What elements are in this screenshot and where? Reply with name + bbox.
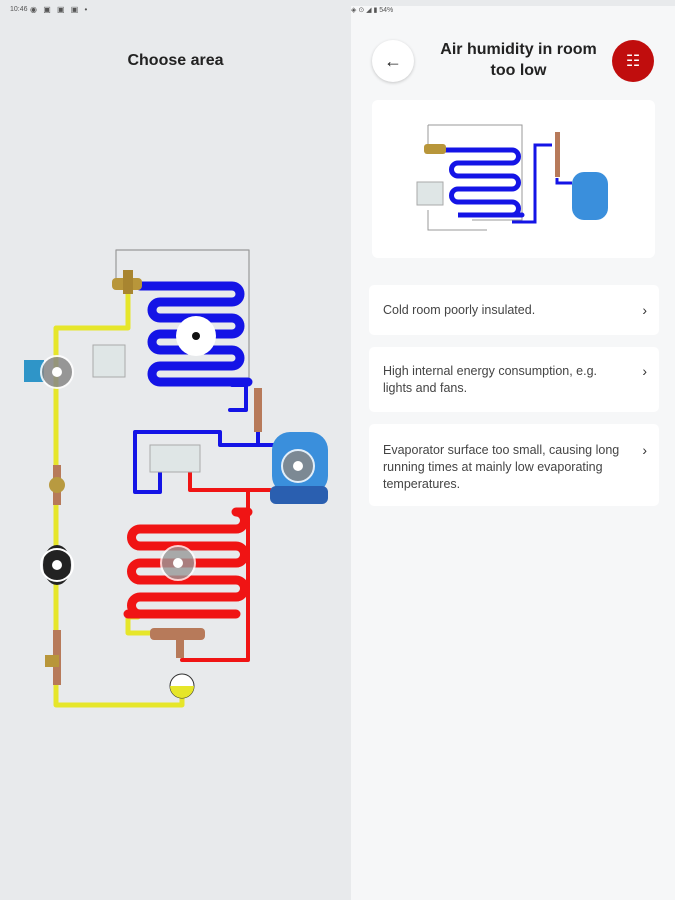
chevron-right-icon: › [642, 363, 647, 379]
page-title: Choose area [127, 52, 224, 69]
liquid-receiver[interactable] [169, 673, 195, 699]
area-preview-card [372, 100, 655, 258]
arrow-left-icon: ← [384, 50, 402, 71]
shutoff-valve[interactable] [45, 630, 61, 685]
expansion-valve[interactable] [112, 270, 142, 294]
condenser-coil [123, 507, 253, 619]
refrigeration-diagram [24, 249, 328, 708]
cause-item[interactable]: Cold room poorly insulated. › [369, 285, 659, 335]
area-chooser-panel: Choose area [0, 20, 351, 900]
compressor[interactable] [270, 432, 328, 504]
sight-glass[interactable] [49, 465, 65, 505]
pressure-switch[interactable] [149, 444, 201, 473]
discharge-line [180, 470, 272, 662]
cause-item[interactable]: Evaporator surface too small, causing lo… [369, 424, 659, 506]
filter-drier[interactable] [40, 545, 74, 585]
thermostat[interactable] [92, 344, 126, 378]
pressure-regulator[interactable] [150, 628, 205, 658]
problem-detail-panel: ← Air humidity in room too low ☷ Cold ro… [351, 20, 675, 900]
area-preview-diagram [416, 124, 608, 231]
cause-label: High internal energy consumption, e.g. l… [383, 364, 598, 395]
condenser-fan[interactable] [160, 545, 196, 581]
back-button[interactable]: ← [372, 40, 414, 82]
status-time: 10:46 [10, 6, 28, 13]
problem-title: Air humidity in room too low [440, 41, 597, 79]
filter-button[interactable]: ☷ [612, 40, 654, 82]
sliders-icon: ☷ [625, 53, 641, 70]
cause-label: Evaporator surface too small, causing lo… [383, 443, 620, 491]
solenoid-valve[interactable] [24, 355, 74, 389]
notification-icons: ◉ ▣ ▣ ▣ • [30, 5, 90, 14]
chevron-right-icon: › [642, 442, 647, 458]
evaporator-valve[interactable] [254, 388, 262, 432]
evaporator-coil [135, 281, 253, 387]
cause-label: Cold room poorly insulated. [383, 302, 536, 317]
chevron-right-icon: › [642, 301, 647, 318]
cause-item[interactable]: High internal energy consumption, e.g. l… [369, 347, 659, 412]
evaporator-fan[interactable] [176, 316, 216, 356]
